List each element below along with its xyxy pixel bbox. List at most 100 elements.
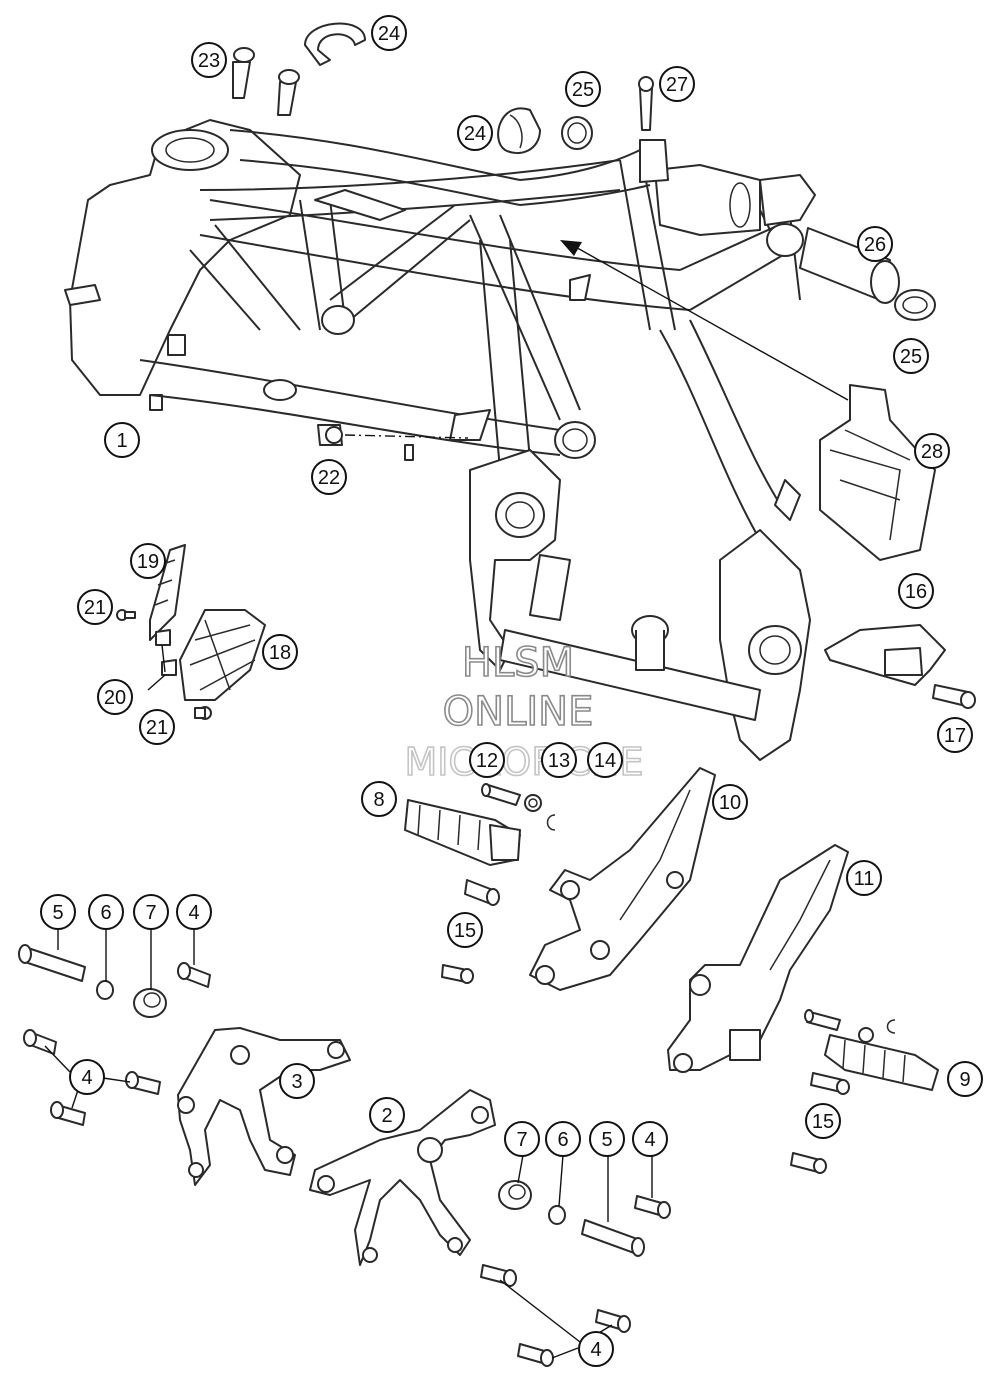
callout-c15a: 15 (447, 912, 483, 948)
callout-c27: 27 (659, 66, 695, 102)
callout-c7a: 7 (133, 894, 169, 930)
callout-circle (632, 1121, 668, 1157)
callout-c22: 22 (311, 459, 347, 495)
callout-c23: 23 (191, 42, 227, 78)
callout-circle (541, 742, 577, 778)
callout-label: 19 (137, 551, 159, 573)
callout-circle (457, 115, 493, 151)
callout-circle (369, 1097, 405, 1133)
callout-c24b: 24 (457, 115, 493, 151)
callout-c26: 26 (857, 226, 893, 262)
callout-c6a: 6 (88, 894, 124, 930)
callout-circle (371, 15, 407, 51)
callout-circle (659, 66, 695, 102)
bolt-4-left-top (177, 962, 211, 988)
callout-c25b: 25 (893, 338, 929, 374)
callout-c18: 18 (262, 634, 298, 670)
callout-c28: 28 (914, 433, 950, 469)
callout-circle (587, 742, 623, 778)
callout-c13: 13 (541, 742, 577, 778)
bracket-19 (149, 544, 186, 641)
callout-c1: 1 (104, 422, 140, 458)
callout-label: 6 (557, 1129, 568, 1151)
bolts-4-center-group (480, 1264, 631, 1367)
bolt-15-right (790, 1072, 850, 1174)
callout-label: 24 (378, 23, 400, 45)
assembly-arrow (560, 240, 849, 401)
callout-label: 3 (291, 1071, 302, 1093)
callout-label: 4 (81, 1067, 92, 1089)
callout-c20: 20 (97, 679, 133, 715)
callout-c4a: 4 (176, 894, 212, 930)
callout-circle (77, 589, 113, 625)
cover-18 (179, 609, 266, 701)
callout-c10: 10 (712, 784, 748, 820)
bracket-28 (819, 384, 936, 561)
callout-circle (130, 543, 166, 579)
callout-label: 14 (594, 750, 616, 772)
callout-label: 21 (146, 717, 168, 739)
callout-c24a: 24 (371, 15, 407, 51)
callout-label: 15 (812, 1111, 834, 1133)
callout-circle (139, 709, 175, 745)
bushing-7-left (133, 988, 167, 1018)
callout-label: 23 (198, 50, 220, 72)
clip-nut (317, 424, 469, 461)
callout-c6b: 6 (545, 1121, 581, 1157)
grommet-25-top (561, 116, 593, 150)
callout-label: 7 (516, 1129, 527, 1151)
watermark-line-1: HLSM (462, 640, 574, 686)
callout-circle (578, 1331, 614, 1367)
callout-circle (589, 1121, 625, 1157)
callout-circle (69, 1059, 105, 1095)
callout-circle (279, 1063, 315, 1099)
callout-circle (565, 71, 601, 107)
callout-circle (104, 422, 140, 458)
callout-label: 18 (269, 642, 291, 664)
bushing-7-center (498, 1180, 532, 1210)
callout-label: 25 (572, 79, 594, 101)
grommet-25 (894, 289, 936, 321)
callout-label: 16 (905, 581, 927, 603)
callout-circle (504, 1121, 540, 1157)
callout-label: 25 (900, 346, 922, 368)
main-frame (64, 119, 816, 761)
callout-c5b: 5 (589, 1121, 625, 1157)
callout-label: 5 (52, 902, 63, 924)
callout-circle (712, 784, 748, 820)
callout-c19: 19 (130, 543, 166, 579)
watermark-line-2: ONLINE (443, 689, 594, 735)
callout-label: 22 (318, 467, 340, 489)
bolt-27 (638, 76, 654, 131)
rubber-bushing-24 (497, 107, 541, 155)
callout-c17: 17 (937, 717, 973, 753)
bracket-3 (177, 1027, 351, 1186)
callout-circle (545, 1121, 581, 1157)
callout-c3: 3 (279, 1063, 315, 1099)
callout-label: 28 (921, 441, 943, 463)
callout-circle (88, 894, 124, 930)
callout-c5a: 5 (40, 894, 76, 930)
callout-c15b: 15 (805, 1103, 841, 1139)
callout-c14: 14 (587, 742, 623, 778)
washer-6-left (96, 980, 114, 1000)
callout-c16: 16 (898, 573, 934, 609)
spring-13 (524, 794, 542, 812)
callout-circle (914, 433, 950, 469)
callout-c2: 2 (369, 1097, 405, 1133)
callout-label: 4 (644, 1129, 655, 1151)
callout-label: 11 (854, 868, 875, 890)
spacer-26 (799, 227, 900, 304)
footpeg-8 (404, 799, 521, 866)
bracket-2 (309, 1089, 496, 1266)
callout-label: 27 (666, 74, 688, 96)
callout-circle (805, 1103, 841, 1139)
callout-label: 10 (719, 792, 741, 814)
callout-circle (846, 860, 882, 896)
footpeg-9 (824, 1034, 939, 1091)
callout-c8: 8 (361, 781, 397, 817)
callout-c25a: 25 (565, 71, 601, 107)
callout-circle (97, 679, 133, 715)
